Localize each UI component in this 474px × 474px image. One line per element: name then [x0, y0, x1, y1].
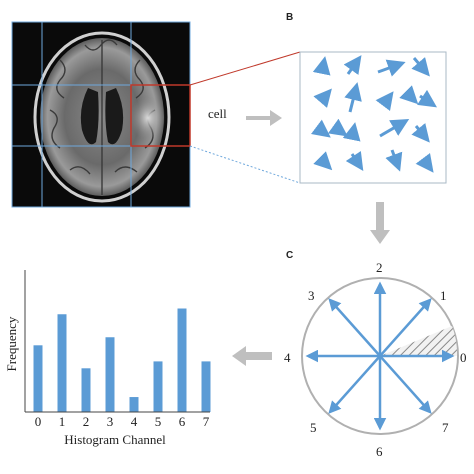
- flow-arrow-left: [232, 346, 272, 366]
- x-tick-label-3: 3: [107, 414, 114, 429]
- gradient-arrow: [379, 118, 410, 138]
- hatched-sector: [380, 326, 458, 356]
- skull-outline: [33, 31, 171, 203]
- direction-label-7: 7: [442, 420, 449, 435]
- gradient-arrow: [417, 89, 437, 108]
- direction-label-1: 1: [440, 288, 447, 303]
- direction-label-0: 0: [460, 350, 467, 365]
- gradient-arrow: [377, 59, 406, 77]
- panel-b-label: B: [286, 12, 294, 23]
- gradient-arrow: [342, 122, 361, 142]
- gradient-arrow: [344, 82, 362, 113]
- flow-arrow-down: [370, 202, 390, 244]
- x-tick-label-5: 5: [155, 414, 162, 429]
- highlighted-cell: [130, 84, 191, 147]
- gradient-arrow: [345, 151, 364, 171]
- histogram-bar-4: [129, 397, 139, 412]
- gradient-arrow: [328, 118, 348, 137]
- gradient-arrow: [343, 55, 362, 75]
- lesion: [130, 96, 166, 140]
- histogram-ticks: 0 1 2 3 4 5 6 7: [35, 414, 210, 429]
- direction-label-3: 3: [308, 288, 315, 303]
- y-axis-label: Frequency: [4, 316, 19, 371]
- x-tick-label-0: 0: [35, 414, 42, 429]
- histogram-bar-5: [153, 361, 163, 412]
- gradient-arrow: [385, 149, 403, 172]
- gradient-arrow: [313, 151, 333, 171]
- x-tick-label-2: 2: [83, 414, 90, 429]
- direction-arrow-5: [328, 355, 381, 414]
- connector-bottom: [189, 145, 301, 184]
- x-tick-label-7: 7: [203, 414, 210, 429]
- sulci: [49, 39, 156, 195]
- gradient-arrow: [415, 153, 434, 173]
- histogram-bar-7: [201, 361, 211, 412]
- direction-arrow-7: [379, 355, 432, 414]
- gradient-arrow: [411, 123, 430, 143]
- gradient-arrows: [311, 55, 437, 173]
- direction-arrow-3: [328, 298, 381, 357]
- gradient-arrow: [411, 57, 430, 77]
- direction-label-5: 5: [310, 420, 317, 435]
- x-tick-label-1: 1: [59, 414, 66, 429]
- direction-label-6: 6: [376, 444, 383, 459]
- connector-top: [189, 51, 301, 86]
- x-axis-label: Histogram Channel: [64, 432, 166, 447]
- direction-arrow-1: [379, 298, 432, 357]
- histogram-bar-6: [177, 308, 187, 412]
- histogram-bar-1: [57, 314, 67, 412]
- cell-label: cell: [208, 106, 227, 121]
- direction-arrows: [305, 281, 455, 431]
- left-ventricle: [80, 88, 99, 145]
- right-ventricle: [105, 88, 124, 145]
- direction-label-2: 2: [376, 260, 383, 275]
- histogram-bars: [33, 308, 211, 412]
- x-tick-label-4: 4: [131, 414, 138, 429]
- gradient-arrow: [311, 119, 331, 138]
- flow-arrow-right: [246, 110, 282, 126]
- x-tick-label-6: 6: [179, 414, 186, 429]
- direction-label-4: 4: [284, 350, 291, 365]
- direction-labels: 0 1 2 3 4 5 6 7: [284, 260, 467, 459]
- histogram-bar-2: [81, 368, 91, 412]
- gradient-arrow: [399, 85, 419, 105]
- histogram-bar-3: [105, 337, 115, 412]
- gradient-arrow: [312, 56, 331, 76]
- gradient-arrow: [375, 91, 394, 111]
- gradient-arrow: [313, 88, 332, 108]
- panel-c-label: C: [286, 250, 294, 261]
- histogram-bar-0: [33, 345, 43, 412]
